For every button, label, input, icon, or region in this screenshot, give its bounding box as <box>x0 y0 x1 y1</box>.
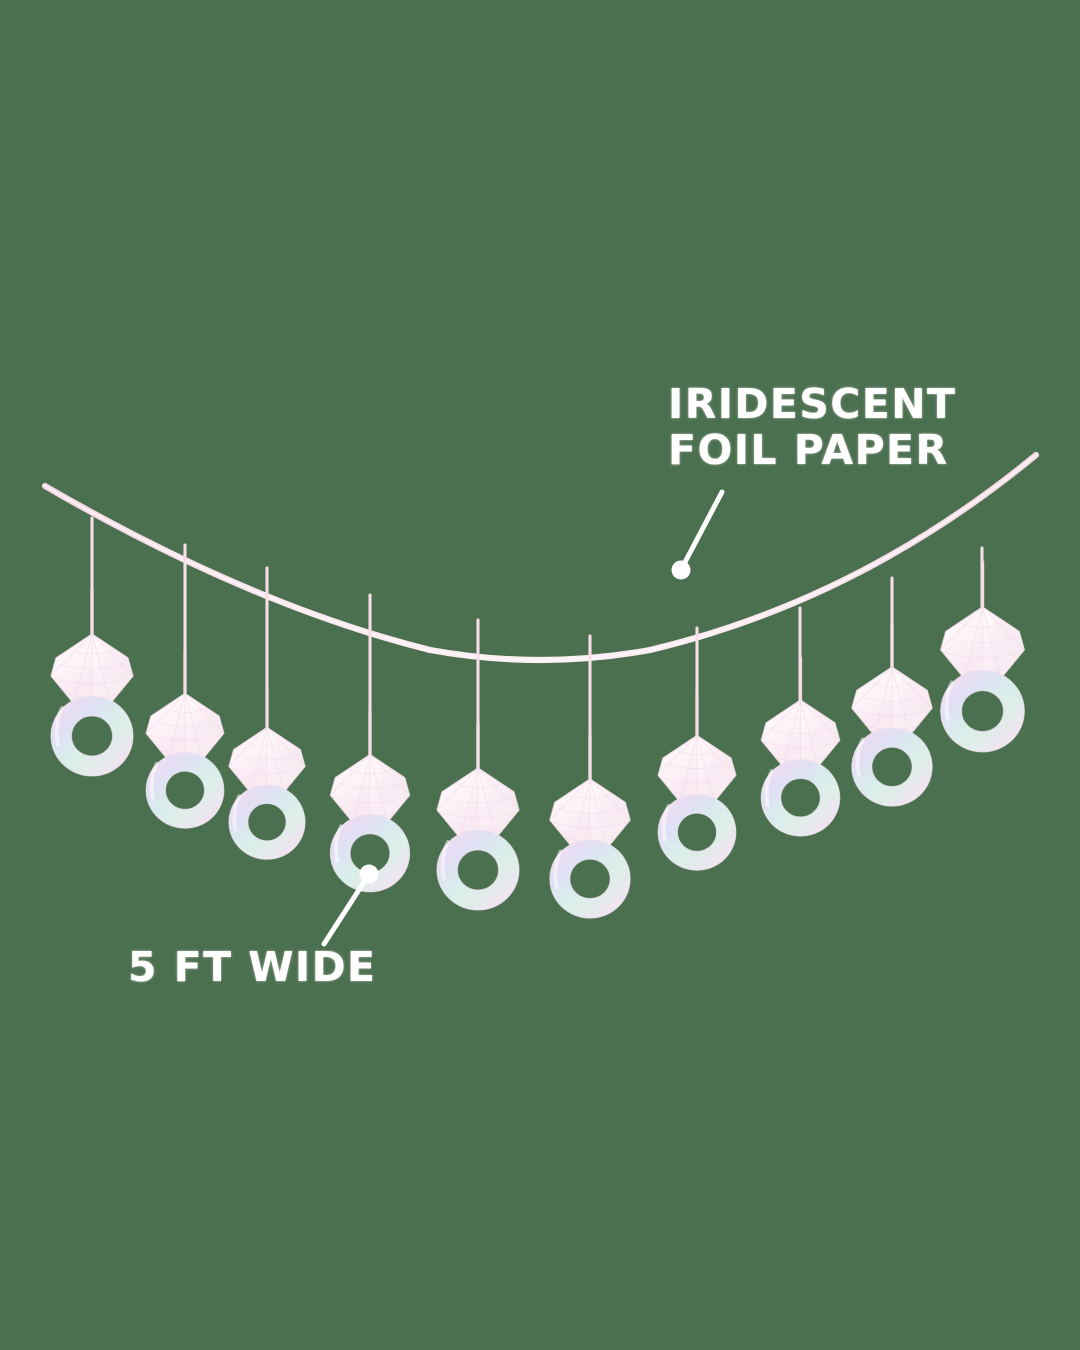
ring-ornament <box>227 684 307 862</box>
ring-ornaments <box>49 562 1025 921</box>
ring-ornament <box>435 722 521 912</box>
callout-material <box>671 489 725 580</box>
annotation-label-width: 5 FT WIDE <box>128 943 377 991</box>
ring-ornament <box>656 691 738 873</box>
ring-ornament <box>759 655 842 839</box>
garland-cord <box>41 451 1040 664</box>
ring-ornament <box>49 588 135 778</box>
ring-ornament <box>144 649 226 831</box>
callout-dot-width <box>359 864 379 884</box>
annotation-label-material: IRIDESCENT FOIL PAPER <box>668 380 957 475</box>
callout-width <box>321 864 379 947</box>
ornament-drop-strings <box>90 516 984 788</box>
ring-ornament <box>849 621 935 809</box>
ring-ornament <box>547 733 633 921</box>
ring-ornament <box>941 562 1025 752</box>
callout-dot-material <box>671 560 691 580</box>
